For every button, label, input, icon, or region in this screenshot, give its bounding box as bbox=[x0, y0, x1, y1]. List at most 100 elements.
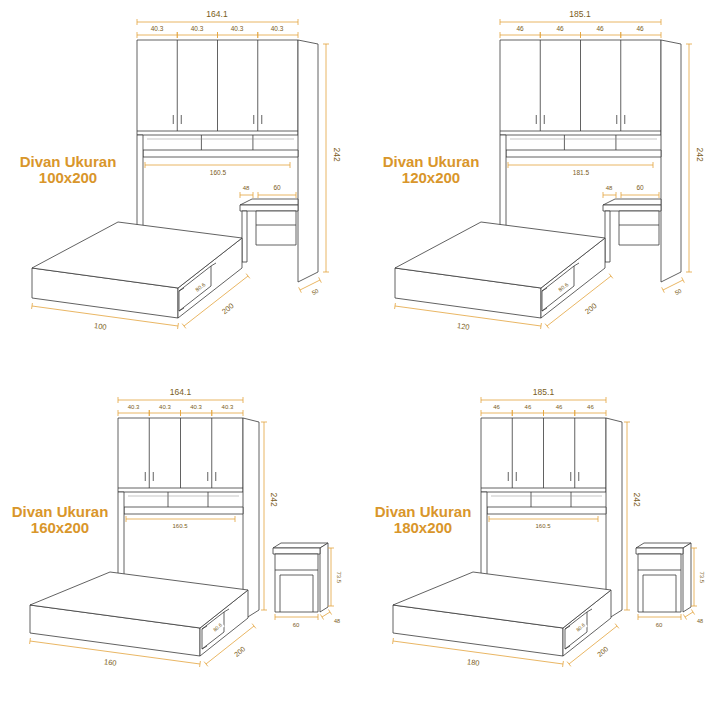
dimension-tick bbox=[182, 324, 186, 329]
dimension-line bbox=[137, 35, 177, 36]
dimension-label: 48 bbox=[696, 618, 704, 624]
door-line bbox=[257, 40, 258, 131]
dimension-tick bbox=[257, 32, 258, 38]
dimension-line bbox=[149, 413, 180, 414]
door-handle bbox=[253, 115, 254, 124]
drawer-front bbox=[542, 266, 574, 311]
dimension-tick bbox=[512, 410, 513, 416]
door-line bbox=[512, 418, 513, 488]
desk-cabinet bbox=[619, 211, 659, 245]
dimension-label: 46 bbox=[595, 25, 604, 32]
dimension-tick bbox=[261, 422, 267, 423]
dimension-tick bbox=[481, 410, 482, 416]
dimension-tick bbox=[243, 410, 244, 416]
desk-slab bbox=[603, 205, 661, 211]
dimension-tick bbox=[500, 32, 501, 38]
dimension-tick bbox=[253, 192, 254, 198]
door-handle bbox=[544, 115, 545, 124]
dimension-label: 40.3 bbox=[190, 25, 205, 32]
dimension-label: 40.3 bbox=[127, 404, 141, 411]
dimension-tick bbox=[261, 610, 267, 611]
door-handle bbox=[145, 472, 146, 481]
dimension-line bbox=[603, 195, 616, 196]
dimension-line bbox=[500, 22, 661, 23]
dimension-tick bbox=[686, 44, 692, 45]
dimension-label: 40.3 bbox=[150, 25, 165, 32]
dimension-tick bbox=[562, 661, 564, 667]
dimension-line bbox=[638, 617, 681, 618]
dimension-tick bbox=[545, 324, 549, 329]
nightstand-opening bbox=[643, 575, 644, 612]
dimension-label: 185.1 bbox=[532, 388, 555, 397]
dimension-label: 80.6 bbox=[556, 281, 570, 294]
dimension-tick bbox=[543, 410, 544, 416]
dimension-tick bbox=[691, 548, 697, 549]
dimension-tick bbox=[177, 32, 178, 38]
door-handle bbox=[616, 115, 617, 124]
drawer-edge bbox=[179, 288, 184, 291]
dimension-line bbox=[508, 165, 653, 166]
door-line bbox=[580, 40, 581, 131]
side-panel bbox=[661, 40, 681, 282]
door-handle bbox=[215, 472, 216, 481]
dimension-line bbox=[181, 413, 212, 414]
dimension-label: 164.1 bbox=[205, 10, 228, 19]
dimension-tick bbox=[609, 274, 613, 279]
dimension-line bbox=[512, 413, 543, 414]
door-line bbox=[177, 40, 178, 131]
panel-title: Divan Ukuran 180x200 bbox=[368, 504, 478, 537]
drawer-edge bbox=[202, 646, 207, 649]
side-post bbox=[481, 492, 487, 585]
dimension-tick bbox=[489, 516, 490, 522]
dimension-label: 120 bbox=[455, 322, 471, 332]
dimension-tick bbox=[298, 32, 299, 38]
panel-title: Divan Ukuran 160x200 bbox=[5, 504, 115, 537]
dimension-tick bbox=[137, 32, 138, 38]
dimension-label: 40.3 bbox=[221, 404, 235, 411]
dimension-label: 242 bbox=[331, 147, 340, 163]
drawer-edge bbox=[542, 308, 547, 311]
dimension-label: 160.5 bbox=[209, 169, 227, 176]
door-handle bbox=[570, 472, 571, 481]
dimension-line bbox=[694, 548, 695, 606]
cabinet-bottom bbox=[481, 488, 606, 489]
dimension-line bbox=[547, 276, 611, 326]
dimension-tick bbox=[137, 19, 138, 25]
dimension-label: 200 bbox=[595, 645, 610, 660]
dimension-line bbox=[212, 413, 243, 414]
drawer-edge bbox=[179, 308, 184, 311]
dimension-tick bbox=[691, 606, 697, 607]
cabinet-bottom bbox=[500, 131, 661, 132]
drawer-edge bbox=[587, 609, 592, 612]
dimension-tick bbox=[683, 614, 686, 619]
dimension-line bbox=[258, 35, 298, 36]
dimension-tick bbox=[682, 277, 685, 282]
door-handle bbox=[536, 115, 537, 124]
desk-shelf bbox=[143, 150, 298, 157]
dimension-label: 60 bbox=[655, 622, 664, 629]
dimension-tick bbox=[567, 662, 571, 667]
dimension-tick bbox=[686, 272, 692, 273]
nightstand-top bbox=[273, 543, 328, 548]
cubby-divider bbox=[531, 492, 532, 507]
door-line bbox=[620, 40, 621, 131]
door-handle bbox=[261, 115, 262, 124]
dimension-label: 50 bbox=[310, 287, 321, 297]
dimension-tick bbox=[540, 32, 541, 38]
dimension-label: 46 bbox=[555, 25, 564, 32]
dimension-label: 46 bbox=[524, 404, 533, 411]
door-handle bbox=[624, 115, 625, 124]
wall-cabinet bbox=[481, 418, 606, 492]
door-line bbox=[211, 418, 212, 488]
drawer-edge bbox=[565, 626, 570, 629]
wall-cabinet bbox=[118, 418, 243, 492]
dimension-tick bbox=[204, 662, 208, 667]
dimension-tick bbox=[574, 410, 575, 416]
dimension-tick bbox=[180, 410, 181, 416]
door-line bbox=[180, 418, 181, 488]
dimension-tick bbox=[624, 422, 630, 423]
dimension-line bbox=[184, 276, 248, 326]
dimension-line bbox=[500, 35, 540, 36]
